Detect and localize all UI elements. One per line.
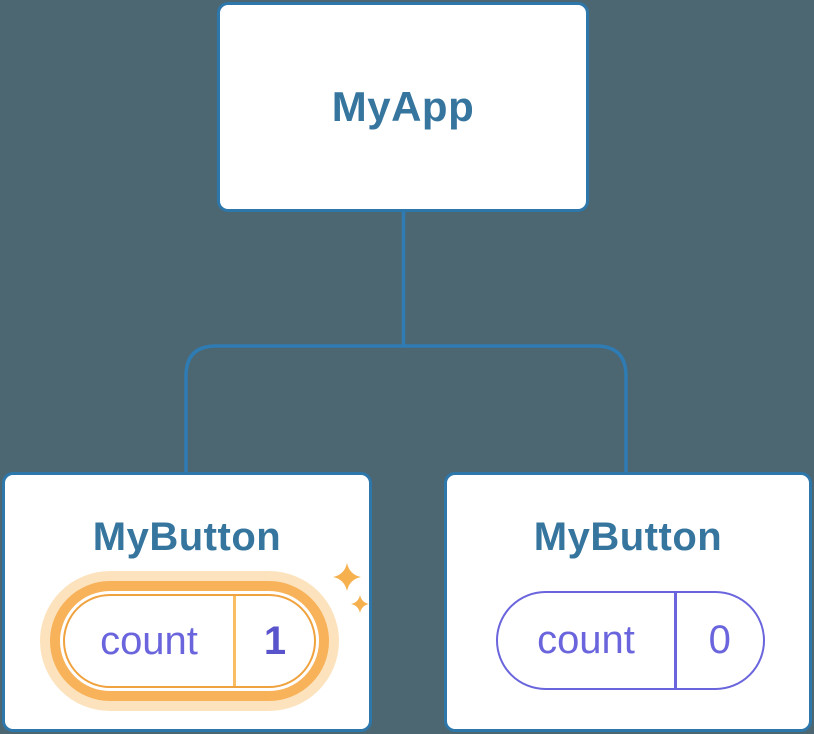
button-node-label: MyButton xyxy=(92,515,282,559)
state-value: 0 xyxy=(708,618,731,662)
state-value: 1 xyxy=(263,618,287,663)
branch-connector-line xyxy=(184,344,628,473)
app-node-label: MyApp xyxy=(331,83,475,130)
pill-divider xyxy=(233,596,236,686)
button-node-card-plain: MyButton count 0 xyxy=(444,472,812,732)
state-name: count xyxy=(537,618,635,662)
state-pill-plain: count 0 xyxy=(496,591,765,690)
pill-divider xyxy=(674,593,677,688)
app-node-card: MyApp xyxy=(217,2,589,212)
state-pill-highlighted: count 1 xyxy=(63,594,316,688)
button-node-card-highlighted: MyButton count 1 xyxy=(2,472,372,732)
button-node-label: MyButton xyxy=(533,515,723,559)
state-name: count xyxy=(100,618,198,663)
sparkles-icon xyxy=(333,563,369,613)
